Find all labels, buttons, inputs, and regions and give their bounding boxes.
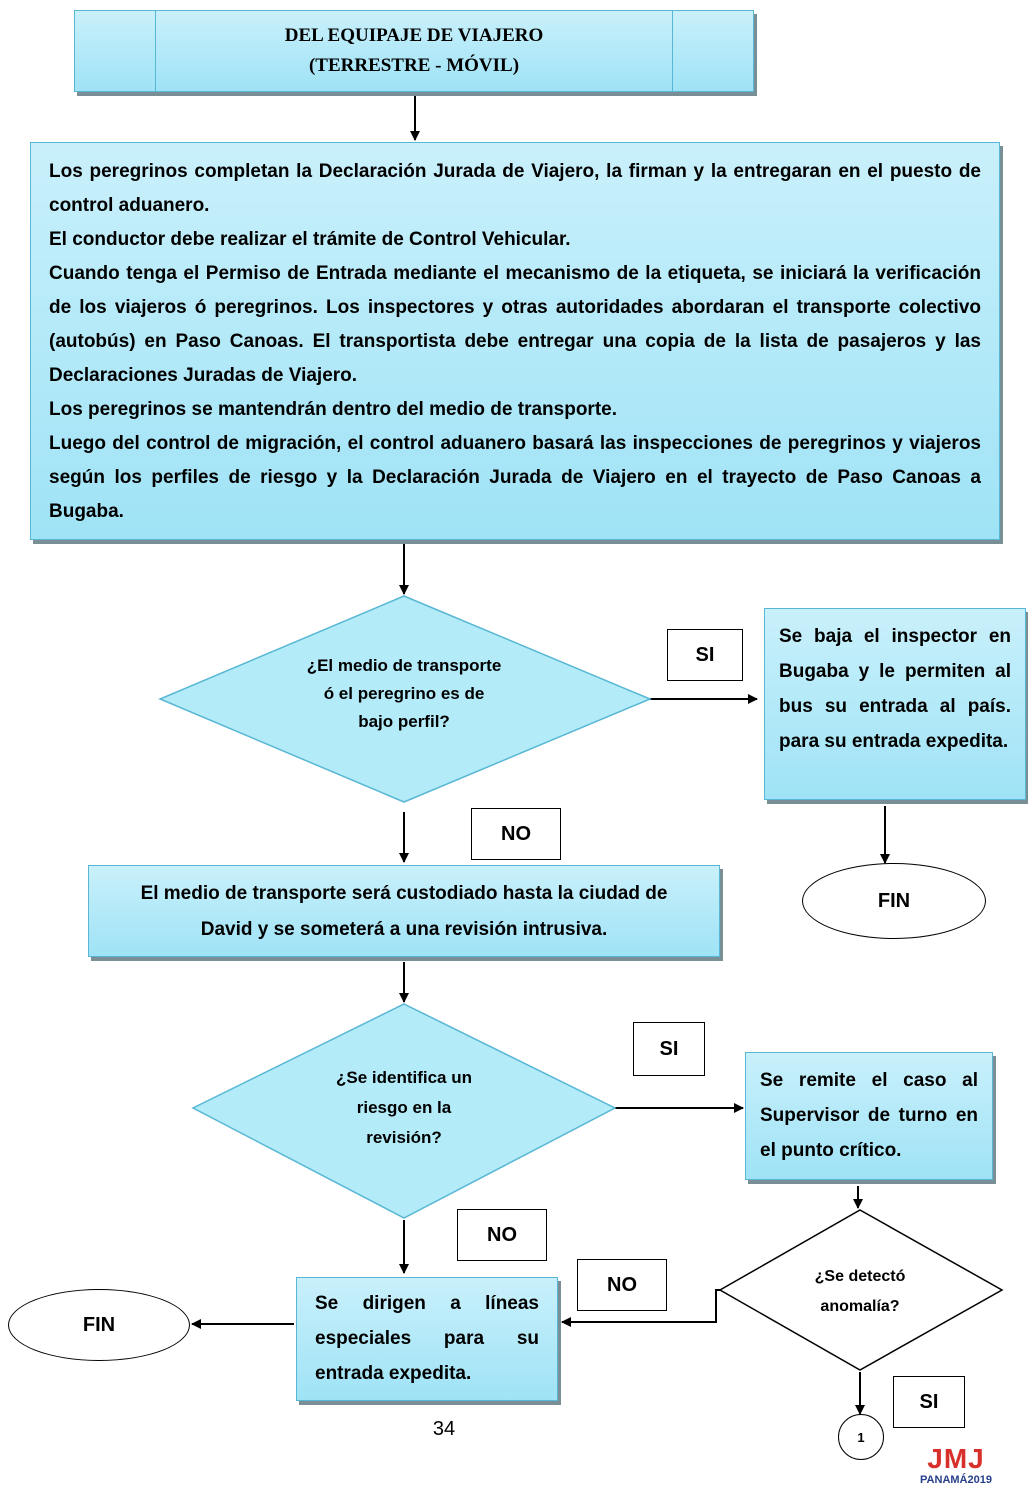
- header-left-cell: [75, 11, 156, 91]
- si-label-3: SI: [893, 1376, 965, 1428]
- connector-circle: 1: [838, 1414, 884, 1460]
- header-title-line1: DEL EQUIPAJE DE VIAJERO: [284, 25, 544, 46]
- header-box: DEL EQUIPAJE DE VIAJERO (TERRESTRE - MÓV…: [74, 10, 754, 92]
- page-number: 34: [432, 1418, 456, 1440]
- header-right-cell: [672, 11, 753, 91]
- no-label-2: NO: [457, 1209, 547, 1261]
- decision-2-line1: ¿Se identifica un: [335, 1068, 473, 1087]
- header-title-line2: (TERRESTRE - MÓVIL): [308, 55, 520, 76]
- decision-3-line2: anomalía?: [820, 1298, 900, 1315]
- main-paragraph-4: Los peregrinos se mantendrán dentro del …: [49, 399, 617, 420]
- decision-2-line3: revisión?: [366, 1128, 442, 1147]
- decision-1-shape: [158, 595, 652, 803]
- fin-left: FIN: [8, 1289, 190, 1361]
- decision-1-line3: bajo perfil?: [358, 712, 450, 731]
- decision-3-shape: [718, 1209, 1004, 1371]
- decision-2-text: ¿Se identifica un riesgo en la revisión?: [294, 1063, 514, 1153]
- box-david-line2: David y se someterá a una revisión intru…: [200, 919, 608, 940]
- box-david-line1: El medio de transporte será custodiado h…: [140, 883, 668, 904]
- box-supervisor: Se remite el caso al Supervisor de turno…: [745, 1052, 993, 1180]
- si-label-2: SI: [633, 1022, 705, 1076]
- decision-1-text: ¿El medio de transporte ó el peregrino e…: [254, 652, 554, 736]
- no-label-3: NO: [577, 1259, 667, 1311]
- jmj-logo-main: JMJ: [927, 1443, 985, 1474]
- decision-1-line2: ó el peregrino es de: [323, 684, 485, 703]
- decision-2-shape: [191, 1003, 617, 1219]
- box-david: El medio de transporte será custodiado h…: [88, 865, 720, 957]
- main-paragraph-3: Cuando tenga el Permiso de Entrada media…: [49, 263, 981, 386]
- box-lineas: Se dirigen a líneas especiales para su e…: [296, 1277, 558, 1401]
- decision-2-line2: riesgo en la: [356, 1098, 452, 1117]
- decision-3-line1: ¿Se detectó: [814, 1268, 906, 1285]
- no-label-1: NO: [471, 808, 561, 860]
- si-label-1: SI: [667, 629, 743, 681]
- box-bugaba: Se baja el inspector en Bugaba y le perm…: [764, 608, 1026, 800]
- jmj-logo: JMJ PANAMÁ2019: [896, 1445, 1016, 1495]
- decision-1-line1: ¿El medio de transporte: [306, 656, 502, 675]
- header-title: DEL EQUIPAJE DE VIAJERO (TERRESTRE - MÓV…: [156, 11, 672, 91]
- main-paragraph-5: Luego del control de migración, el contr…: [49, 433, 981, 522]
- main-paragraph-1: Los peregrinos completan la Declaración …: [49, 161, 981, 216]
- decision-3-text: ¿Se detectó anomalía?: [780, 1262, 940, 1322]
- arrow-decision3-no: [561, 1289, 720, 1327]
- process-main-box: Los peregrinos completan la Declaración …: [30, 142, 1000, 540]
- jmj-logo-sub: PANAMÁ2019: [920, 1474, 992, 1486]
- main-paragraph-2: El conductor debe realizar el trámite de…: [49, 229, 571, 250]
- fin-right: FIN: [802, 863, 986, 939]
